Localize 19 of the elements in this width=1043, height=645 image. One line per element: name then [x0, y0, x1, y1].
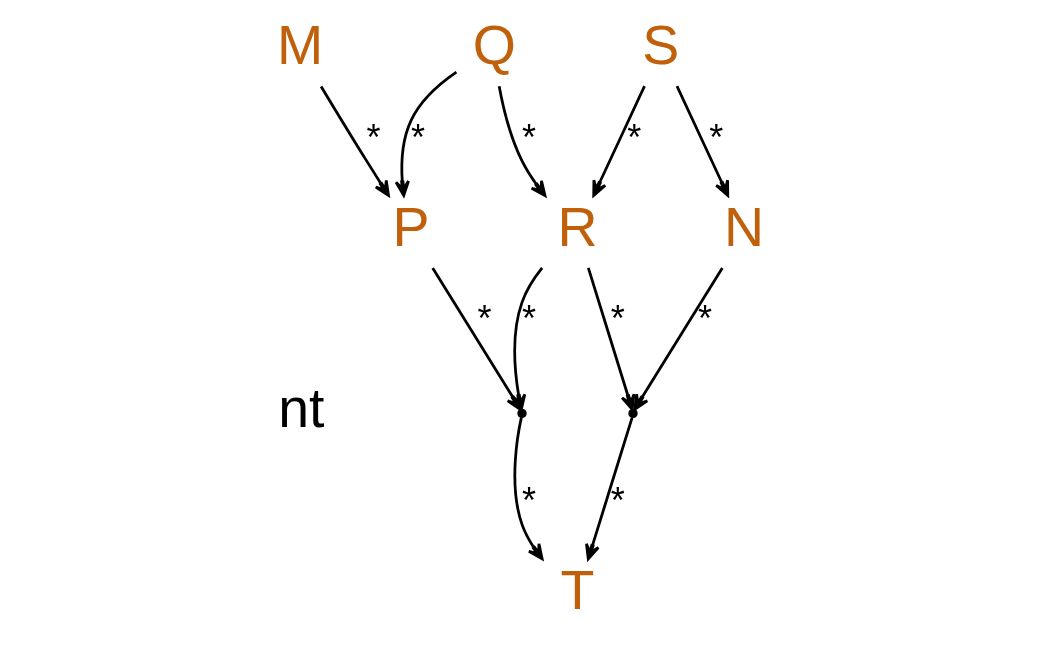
- node-text: T: [560, 559, 594, 622]
- edge-label: *: [610, 298, 625, 340]
- edge-label: *: [477, 298, 492, 340]
- edge-label: *: [626, 116, 641, 158]
- node-text: S: [641, 13, 679, 76]
- node-text: Q: [472, 13, 516, 76]
- edge-label: *: [521, 298, 536, 340]
- edge-label: *: [521, 479, 536, 521]
- node-text: P: [392, 195, 430, 258]
- edge-label: *: [410, 116, 425, 158]
- node-text: M: [276, 13, 323, 76]
- edge-label: *: [610, 479, 625, 521]
- node-text: N: [723, 195, 764, 258]
- edge-label: *: [708, 116, 723, 158]
- node-text: R: [556, 195, 598, 258]
- edge-label: *: [366, 116, 381, 158]
- edge-label: *: [697, 298, 712, 340]
- edge-label: *: [521, 116, 536, 158]
- label: nt: [277, 377, 325, 440]
